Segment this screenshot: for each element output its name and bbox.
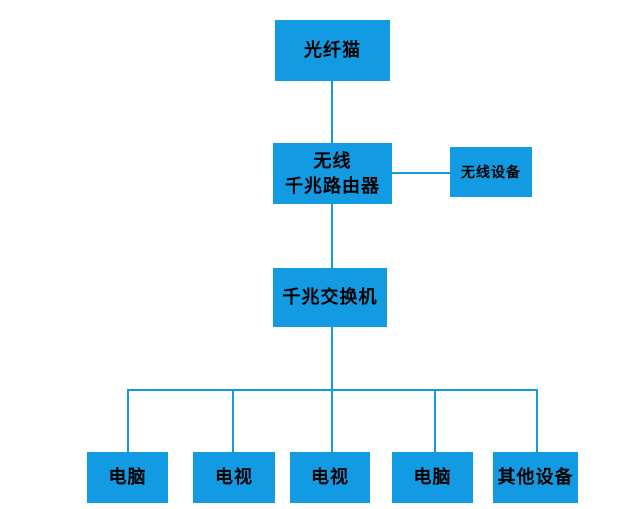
connector-modem-router: [331, 81, 333, 143]
connector-bus-tv2: [331, 389, 333, 452]
node-fiber-modem: 光纤猫: [275, 20, 390, 81]
connector-bus-pc2: [434, 389, 436, 452]
node-tv-2: 电视: [290, 452, 370, 503]
node-tv-1-label: 电视: [215, 467, 253, 488]
node-gigabit-switch-label: 千兆交换机: [282, 287, 378, 308]
node-other-devices: 其他设备: [493, 452, 578, 503]
node-wireless-gigabit-router: 无线 千兆路由器: [273, 143, 392, 204]
connector-bus-other: [536, 389, 538, 452]
node-other-devices-label: 其他设备: [497, 467, 574, 488]
node-router-label-line2: 千兆路由器: [285, 175, 380, 196]
connector-bus-pc1: [127, 389, 129, 452]
connector-router-switch: [331, 204, 333, 268]
node-gigabit-switch: 千兆交换机: [273, 268, 387, 327]
node-router-label-line1: 无线: [313, 151, 352, 172]
node-tv-2-label: 电视: [311, 467, 349, 488]
node-tv-1: 电视: [193, 452, 275, 503]
connector-router-wireless: [392, 172, 450, 174]
node-wireless-devices-label: 无线设备: [461, 163, 521, 180]
connector-switch-bus: [331, 327, 333, 390]
node-computer-2-label: 电脑: [413, 467, 452, 488]
node-computer-1-label: 电脑: [108, 467, 147, 488]
node-wireless-devices: 无线设备: [450, 147, 532, 197]
node-computer-1: 电脑: [87, 452, 168, 503]
connector-bus-tv1: [232, 389, 234, 452]
node-computer-2: 电脑: [392, 452, 473, 503]
node-fiber-modem-label: 光纤猫: [304, 40, 361, 61]
